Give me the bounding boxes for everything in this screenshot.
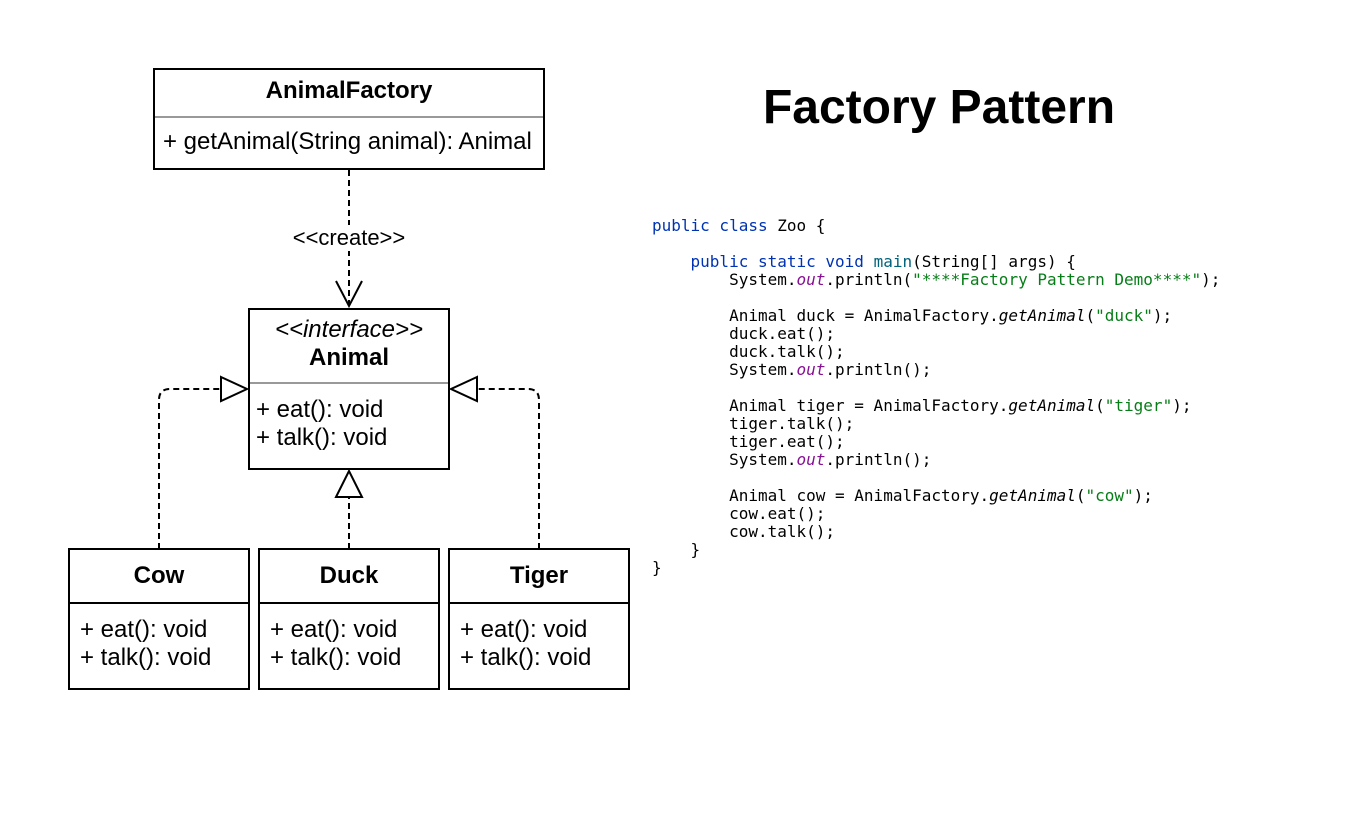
code-line-duck-talk: duck.talk();: [729, 342, 845, 361]
animal-interface: <<interface>> Animal + eat(): void + tal…: [248, 308, 450, 470]
tiger-class-name: Tiger: [450, 550, 628, 604]
tiger-class: Tiger + eat(): void + talk(): void: [448, 548, 630, 690]
code-line-println-empty: System.out.println();: [729, 450, 932, 469]
cow-class-name: Cow: [70, 550, 248, 604]
cow-method-talk: + talk(): void: [80, 644, 212, 671]
tiger-realization-line: [477, 388, 540, 549]
code-line-duck-eat: duck.eat();: [729, 324, 836, 343]
duck-class: Duck + eat(): void + talk(): void: [258, 548, 440, 690]
code-line-class: public class Zoo {: [652, 216, 826, 235]
code-line-println-title: System.out.println("****Factory Pattern …: [729, 270, 1221, 289]
open-arrow-head: [335, 280, 363, 309]
code-line-tiger-eat: tiger.eat();: [729, 432, 845, 451]
code-line-close-class: }: [652, 558, 662, 577]
code-line-close-method: }: [690, 540, 701, 559]
duck-class-name: Duck: [260, 550, 438, 604]
interface-method-eat: + eat(): void: [256, 396, 384, 423]
code-line-main: public static void main(String[] args) {: [690, 252, 1076, 271]
cow-method-eat: + eat(): void: [80, 616, 208, 643]
duck-method-talk: + talk(): void: [270, 644, 402, 671]
animal-factory-class: AnimalFactory + getAnimal(String animal)…: [153, 68, 545, 170]
code-line-println-empty: System.out.println();: [729, 360, 932, 379]
duck-realization-arrowhead: [334, 468, 364, 498]
code-listing: public class Zoo { public static void ma…: [652, 217, 1220, 577]
code-line-cow-talk: cow.talk();: [729, 522, 836, 541]
create-stereotype-label: <<create>>: [280, 225, 418, 251]
tiger-method-talk: + talk(): void: [460, 644, 592, 671]
tiger-method-eat: + eat(): void: [460, 616, 588, 643]
cow-realization-arrowhead: [220, 375, 250, 403]
code-line-tiger-decl: Animal tiger = AnimalFactory.getAnimal("…: [729, 396, 1192, 415]
interface-name: Animal: [308, 344, 389, 371]
interface-method-talk: + talk(): void: [256, 424, 388, 451]
tiger-realization-arrowhead: [448, 375, 478, 403]
cow-realization-line: [158, 388, 221, 549]
duck-method-eat: + eat(): void: [270, 616, 398, 643]
code-line-cow-decl: Animal cow = AnimalFactory.getAnimal("co…: [729, 486, 1153, 505]
page-title: Factory Pattern: [762, 81, 1116, 134]
animal-factory-method: + getAnimal(String animal): Animal: [163, 128, 532, 155]
cow-class: Cow + eat(): void + talk(): void: [68, 548, 250, 690]
code-line-tiger-talk: tiger.talk();: [729, 414, 855, 433]
code-line-cow-eat: cow.eat();: [729, 504, 826, 523]
interface-stereotype: <<interface>>: [274, 316, 424, 343]
animal-factory-name: AnimalFactory: [155, 70, 543, 118]
code-line-duck-decl: Animal duck = AnimalFactory.getAnimal("d…: [729, 306, 1173, 325]
